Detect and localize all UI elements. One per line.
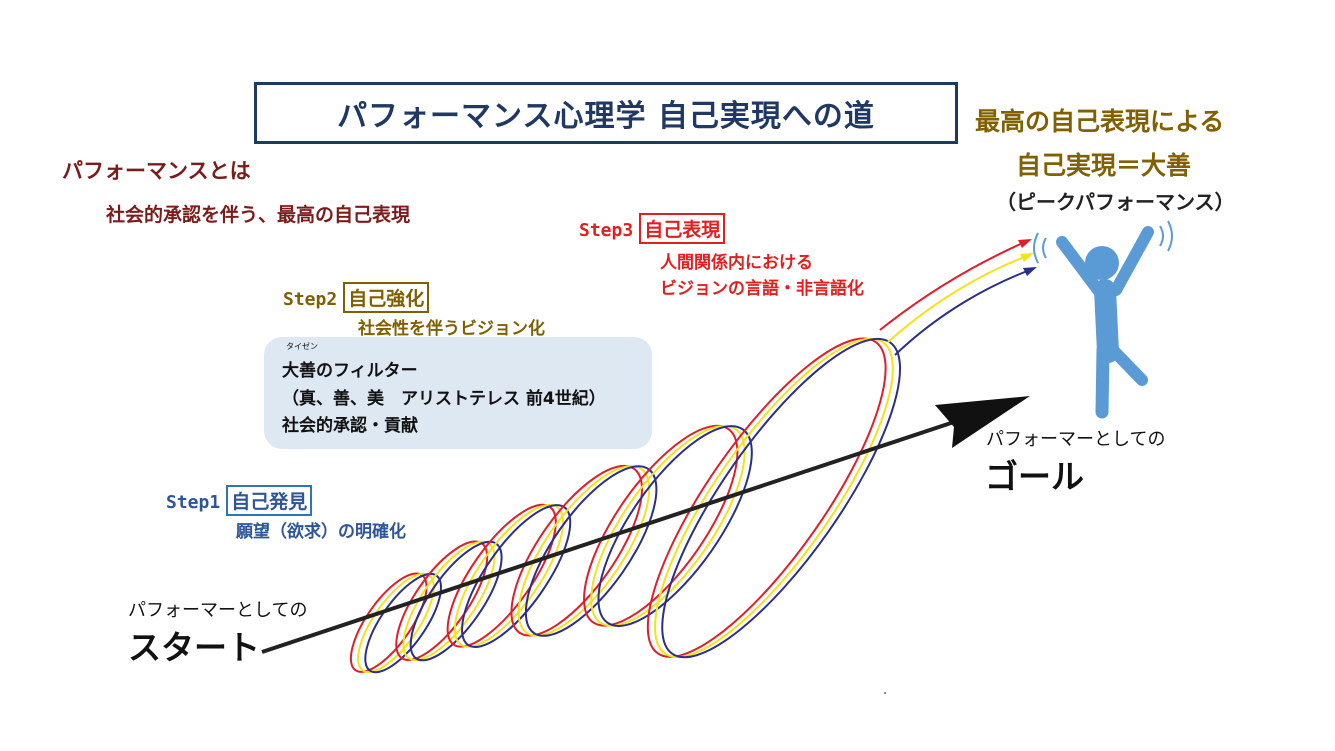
tail-blue: [894, 269, 1031, 356]
loop-blue: [524, 465, 658, 637]
tail-red-arrowhead: [1018, 239, 1032, 248]
start-label: スタート: [128, 628, 260, 667]
performance-heading: パフォーマンスとは: [62, 159, 251, 183]
step3-name: 自己表現: [639, 213, 726, 244]
loop-blue: [661, 337, 902, 659]
step3-desc-line2: ビジョンの言語・非言語化: [660, 279, 864, 299]
loop-yellow: [590, 424, 746, 627]
figure-left-arm: [1056, 236, 1104, 296]
step1-name: 自己発見: [226, 485, 313, 516]
filter-title: 大善のフィルター: [282, 361, 418, 381]
step2-name: 自己強化: [343, 282, 430, 313]
loop-blue: [461, 504, 572, 648]
person-figure-icon: [1056, 226, 1154, 419]
figure-torso: [1094, 279, 1119, 363]
start-caption: パフォーマーとしての: [128, 600, 308, 621]
step3-desc-line1: 人間関係内における: [660, 253, 813, 273]
step1-label: Step1: [166, 492, 221, 513]
goal-statement-line1: 最高の自己表現による: [975, 107, 1225, 136]
tail-red: [879, 241, 1026, 331]
loop-blue: [597, 425, 753, 627]
filter-box: [264, 337, 652, 449]
loop-yellow: [517, 465, 651, 637]
filter-detail: （真、善、美 アリストテレス 前4世紀）: [282, 389, 606, 409]
filter-approval: 社会的承認・貢献: [282, 416, 418, 436]
motion-marks-icon: [1033, 220, 1173, 264]
step2-desc: 社会性を伴うビジョン化: [358, 319, 545, 339]
goal-statement-line3: （ピークパフォーマンス）: [996, 190, 1235, 214]
loop-yellow: [402, 540, 496, 662]
loop-red: [395, 540, 489, 661]
loop-red: [646, 337, 887, 658]
spiral-loops: [349, 239, 1037, 674]
loop-yellow: [654, 337, 894, 659]
loop-red: [510, 464, 643, 637]
goal-label: ゴール: [985, 457, 1084, 496]
step1-desc: 願望（欲求）の明確化: [236, 522, 406, 542]
goal-caption: パフォーマーとしての: [986, 429, 1166, 450]
figure-right-arm: [1110, 226, 1154, 296]
step3-label: Step3: [579, 220, 634, 241]
goal-statement-line2: 自己実現＝大善: [1016, 151, 1192, 180]
page-title: パフォーマンス心理学 自己実現への道: [254, 82, 958, 144]
dot-mark: [884, 692, 886, 694]
loop-yellow: [453, 503, 565, 648]
figure-left-leg: [1095, 343, 1110, 419]
performance-definition: 社会的承認を伴う、最高の自己表現: [106, 204, 411, 226]
tail-blue-arrowhead: [1023, 267, 1037, 276]
main-arrow: [261, 396, 1030, 654]
figure-head: [1085, 246, 1119, 280]
main-arrowhead: [935, 396, 1030, 448]
tail-yellow-arrowhead: [1020, 253, 1034, 262]
loop-red: [583, 424, 739, 627]
tail-yellow: [887, 255, 1028, 343]
filter-ruby: タイゼン: [286, 342, 318, 351]
step2-label: Step2: [283, 289, 338, 310]
figure-right-leg: [1107, 344, 1148, 386]
